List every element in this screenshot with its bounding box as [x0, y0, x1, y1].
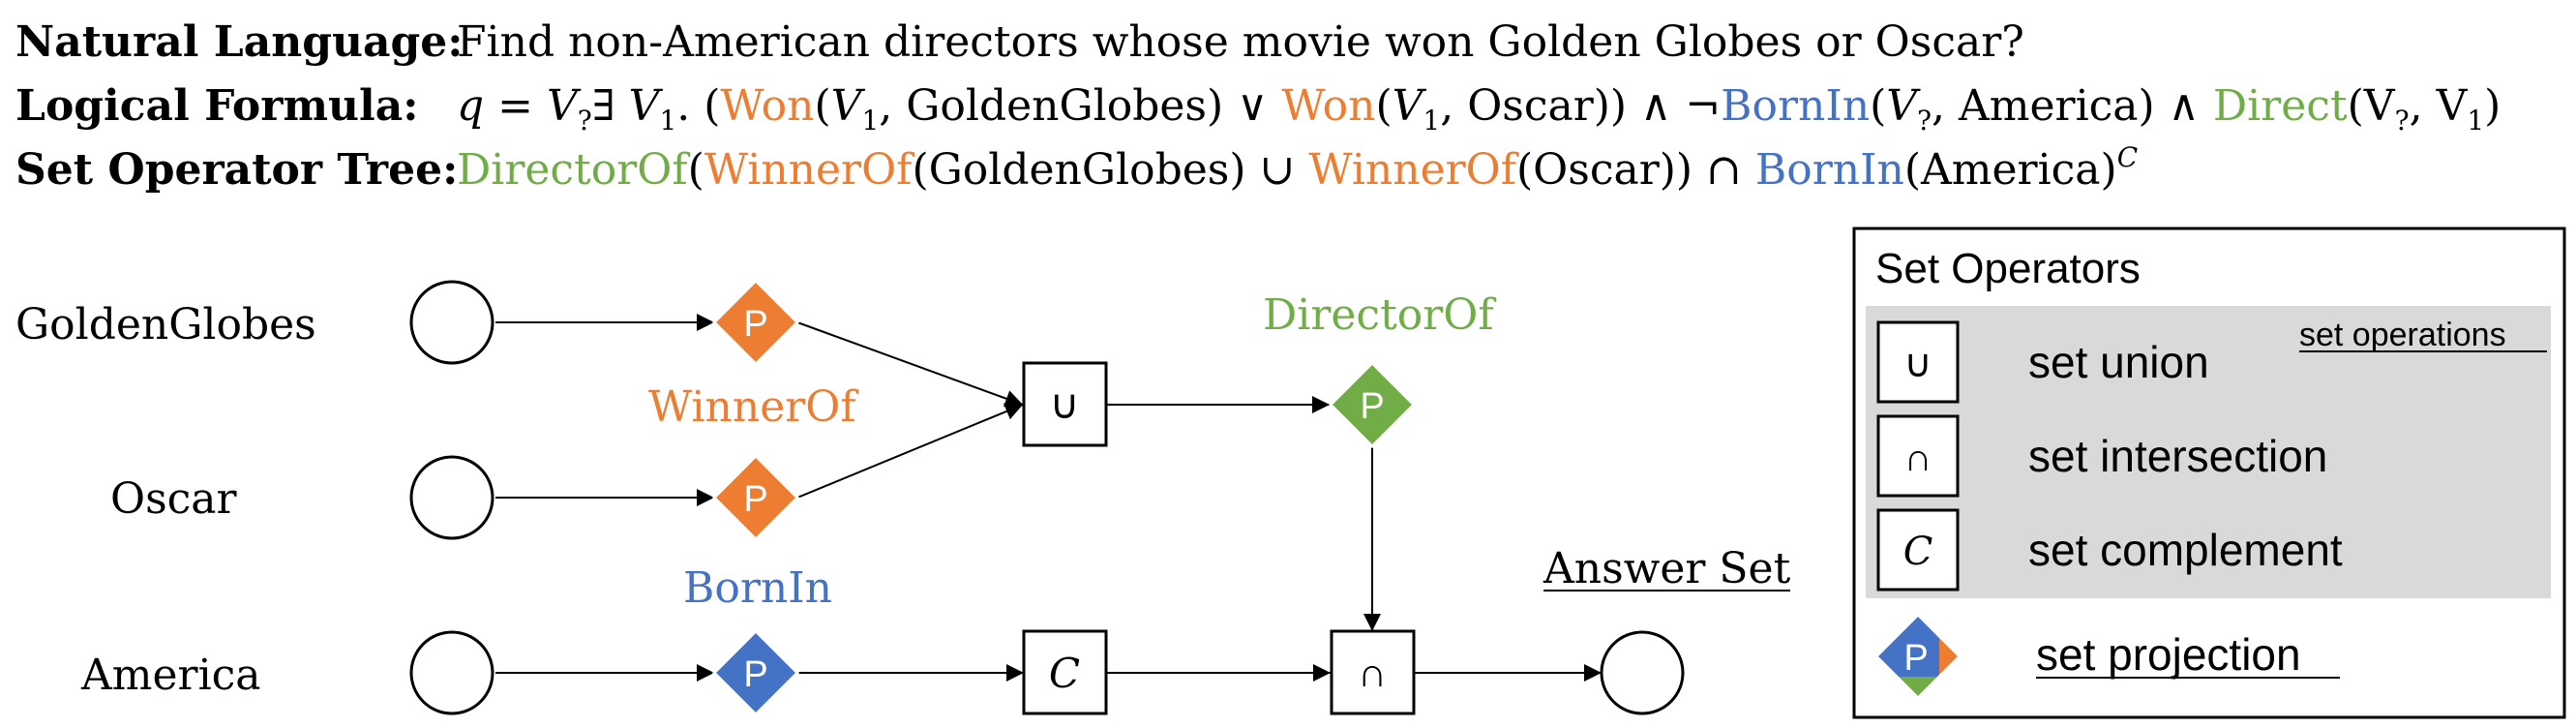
intersection-symbol: ∩ — [1358, 650, 1387, 695]
projection-node-directorof — [1328, 360, 1417, 449]
legend-set-operations-group — [1866, 306, 2551, 598]
edge-winnerof-bottom-to-union — [796, 403, 1024, 499]
legend-union-label: set union — [2028, 337, 2209, 387]
set-operator-tree-label: Set Operator Tree: — [15, 145, 458, 195]
legend-union-box — [1876, 320, 1960, 404]
relation-label-winnerof: WinnerOf — [648, 382, 858, 432]
entity-node-america — [409, 630, 494, 715]
legend-projection-label: set projection — [2036, 629, 2301, 680]
set-operator-tree-text: DirectorOf(WinnerOf(GoldenGlobes) ∪ Winn… — [457, 141, 2138, 195]
projection-symbol: P — [743, 654, 767, 695]
answer-set-node — [1600, 630, 1685, 715]
projection-node-bornin — [711, 628, 800, 717]
header: Natural Language: Find non-American dire… — [15, 17, 2501, 195]
relation-label-bornin: BornIn — [683, 563, 832, 613]
projection-node-winnerof-bottom — [711, 453, 800, 542]
natural-language-text: Find non-American directors whose movie … — [457, 17, 2024, 67]
legend-projection-icon: P — [1873, 612, 1962, 701]
operator-tree-diagram: GoldenGlobes Oscar America WinnerOf Dire… — [15, 278, 1791, 717]
operator-nodes: ∪ C ∩ — [1022, 361, 1416, 715]
legend-title: Set Operators — [1875, 245, 2141, 292]
legend-intersection-box — [1876, 414, 1960, 498]
legend-complement-box — [1876, 508, 1960, 592]
legend-intersection-label: set intersection — [2028, 431, 2327, 481]
projection-symbol: P — [1360, 386, 1384, 427]
answer-set-label: Answer Set — [1543, 544, 1791, 593]
legend-complement-label: set complement — [2028, 525, 2343, 575]
complement-symbol: C — [1049, 650, 1080, 697]
projection-nodes: P P P P — [711, 278, 1417, 717]
input-label-goldenglobes: GoldenGlobes — [15, 300, 316, 349]
projection-symbol: P — [743, 304, 767, 345]
legend-projection-symbol: P — [1903, 638, 1928, 679]
legend: Set Operators set operations ∪ set union… — [1852, 227, 2566, 719]
legend-intersection-symbol: ∩ — [1904, 437, 1932, 479]
entity-nodes — [409, 280, 1685, 715]
complement-node — [1022, 629, 1108, 715]
legend-group-label: set operations — [2299, 317, 2506, 353]
input-label-america: America — [80, 651, 261, 700]
entity-node-goldenglobes — [409, 280, 494, 365]
edge-winnerof-top-to-union — [796, 321, 1024, 408]
logical-formula-text: q = V?∃ V1. (Won(V1, GoldenGlobes) ∨ Won… — [457, 81, 2501, 136]
natural-language-label: Natural Language: — [15, 17, 463, 67]
union-symbol: ∪ — [1050, 381, 1080, 427]
legend-union-symbol: ∪ — [1903, 343, 1932, 385]
intersection-node — [1330, 629, 1416, 715]
entity-node-oscar — [409, 455, 494, 540]
input-label-oscar: Oscar — [110, 474, 238, 524]
legend-complement-symbol: C — [1903, 530, 1933, 574]
union-node — [1022, 361, 1108, 447]
edges — [495, 314, 1602, 682]
logical-formula-label: Logical Formula: — [15, 81, 418, 131]
projection-node-winnerof-top — [711, 278, 800, 367]
relation-label-directorof: DirectorOf — [1263, 290, 1496, 340]
projection-symbol: P — [743, 479, 767, 520]
